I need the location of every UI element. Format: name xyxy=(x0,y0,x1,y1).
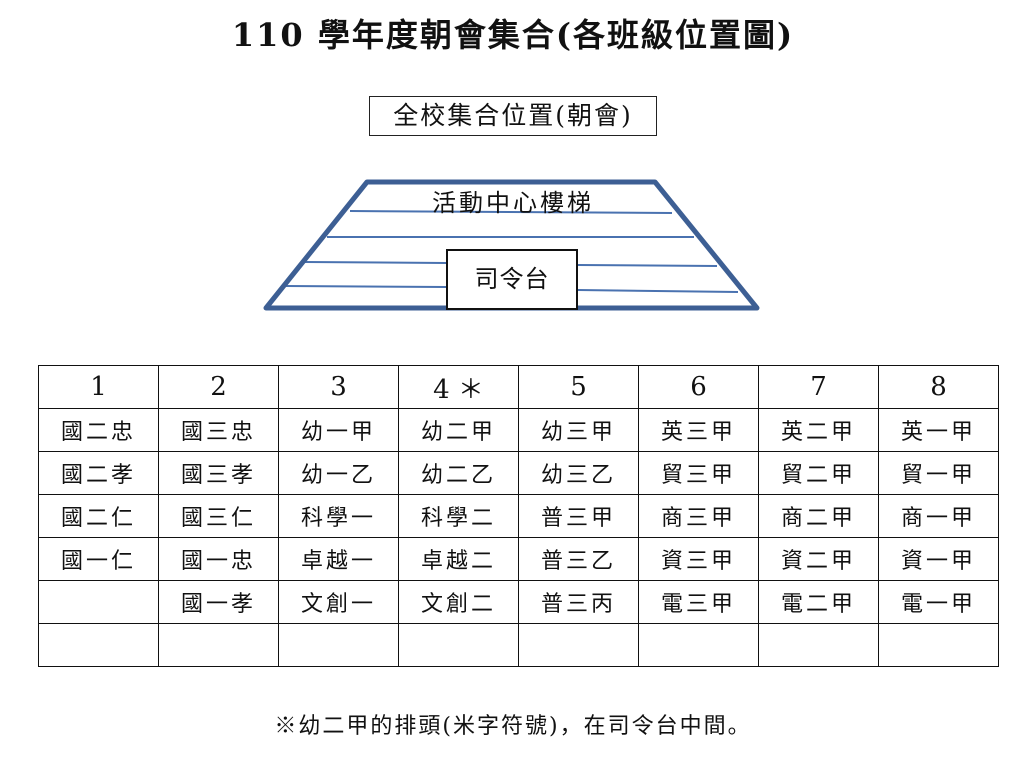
table-cell: 國二仁 xyxy=(38,494,159,538)
column-header: 7 xyxy=(758,365,879,409)
table-cell xyxy=(278,623,399,667)
table-cell: 卓越二 xyxy=(398,537,519,581)
table-cell: 卓越一 xyxy=(278,537,399,581)
table-cell xyxy=(518,623,639,667)
table-cell xyxy=(38,623,159,667)
table-cell: 幼三甲 xyxy=(518,408,639,452)
table-row: 國一孝 文創一 文創二 普三丙 電三甲 電二甲 電一甲 xyxy=(38,580,999,624)
column-header: 8 xyxy=(878,365,999,409)
table-cell xyxy=(758,623,879,667)
assembly-location-label: 全校集合位置(朝會) xyxy=(369,96,657,136)
table-cell xyxy=(158,623,279,667)
table-cell: 幼一乙 xyxy=(278,451,399,495)
table-cell xyxy=(638,623,759,667)
table-cell: 英一甲 xyxy=(878,408,999,452)
table-cell: 國二忠 xyxy=(38,408,159,452)
table-cell: 國三仁 xyxy=(158,494,279,538)
table-cell xyxy=(398,623,519,667)
table-cell: 資一甲 xyxy=(878,537,999,581)
table-cell: 貿三甲 xyxy=(638,451,759,495)
table-cell: 文創二 xyxy=(398,580,519,624)
table-row: 國二孝 國三孝 幼一乙 幼二乙 幼三乙 貿三甲 貿二甲 貿一甲 xyxy=(38,451,999,495)
table-cell: 貿二甲 xyxy=(758,451,879,495)
table-cell: 科學一 xyxy=(278,494,399,538)
column-header: 5 xyxy=(518,365,639,409)
table-cell: 商三甲 xyxy=(638,494,759,538)
table-cell: 普三乙 xyxy=(518,537,639,581)
table-cell: 資三甲 xyxy=(638,537,759,581)
table-cell: 國三忠 xyxy=(158,408,279,452)
column-header: 1 xyxy=(38,365,159,409)
stair-lines xyxy=(285,210,739,293)
stage-box: 司令台 xyxy=(446,249,578,310)
table-cell: 幼三乙 xyxy=(518,451,639,495)
table-row xyxy=(38,623,999,667)
column-header: 6 xyxy=(638,365,759,409)
table-cell: 幼二甲 xyxy=(398,408,519,452)
page-title: 110 學年度朝會集合(各班級位置圖) xyxy=(231,16,795,54)
table-cell: 普三丙 xyxy=(518,580,639,624)
table-cell: 商一甲 xyxy=(878,494,999,538)
table-cell: 幼一甲 xyxy=(278,408,399,452)
table-cell: 國一孝 xyxy=(158,580,279,624)
stairs-label: 活動中心樓梯 xyxy=(432,189,594,217)
table-row: 國二忠 國三忠 幼一甲 幼二甲 幼三甲 英三甲 英二甲 英一甲 xyxy=(38,408,999,452)
table-cell: 英二甲 xyxy=(758,408,879,452)
table-cell xyxy=(878,623,999,667)
table-cell: 國一忠 xyxy=(158,537,279,581)
column-header: 3 xyxy=(278,365,399,409)
stairs-outline xyxy=(263,179,760,311)
activity-center-stairs-diagram xyxy=(263,179,760,311)
table-row: 國一仁 國一忠 卓越一 卓越二 普三乙 資三甲 資二甲 資一甲 xyxy=(38,537,999,581)
table-cell: 文創一 xyxy=(278,580,399,624)
class-position-table: 1 2 3 4 ＊ 5 6 7 8 國二忠 國三忠 幼一甲 幼二甲 幼三甲 英三… xyxy=(38,365,999,667)
table-cell xyxy=(38,580,159,624)
column-header: 4 ＊ xyxy=(398,365,519,409)
table-cell: 電一甲 xyxy=(878,580,999,624)
table-cell: 國二孝 xyxy=(38,451,159,495)
table-cell: 科學二 xyxy=(398,494,519,538)
table-cell: 普三甲 xyxy=(518,494,639,538)
table-row: 國二仁 國三仁 科學一 科學二 普三甲 商三甲 商二甲 商一甲 xyxy=(38,494,999,538)
table-cell: 英三甲 xyxy=(638,408,759,452)
table-cell: 商二甲 xyxy=(758,494,879,538)
table-cell: 幼二乙 xyxy=(398,451,519,495)
table-cell: 電二甲 xyxy=(758,580,879,624)
table-cell: 國三孝 xyxy=(158,451,279,495)
column-header: 2 xyxy=(158,365,279,409)
column-header-row: 1 2 3 4 ＊ 5 6 7 8 xyxy=(38,365,999,409)
table-cell: 國一仁 xyxy=(38,537,159,581)
table-cell: 資二甲 xyxy=(758,537,879,581)
table-cell: 電三甲 xyxy=(638,580,759,624)
table-cell: 貿一甲 xyxy=(878,451,999,495)
footnote: ※幼二甲的排頭(米字符號)，在司令台中間。 xyxy=(274,714,752,739)
